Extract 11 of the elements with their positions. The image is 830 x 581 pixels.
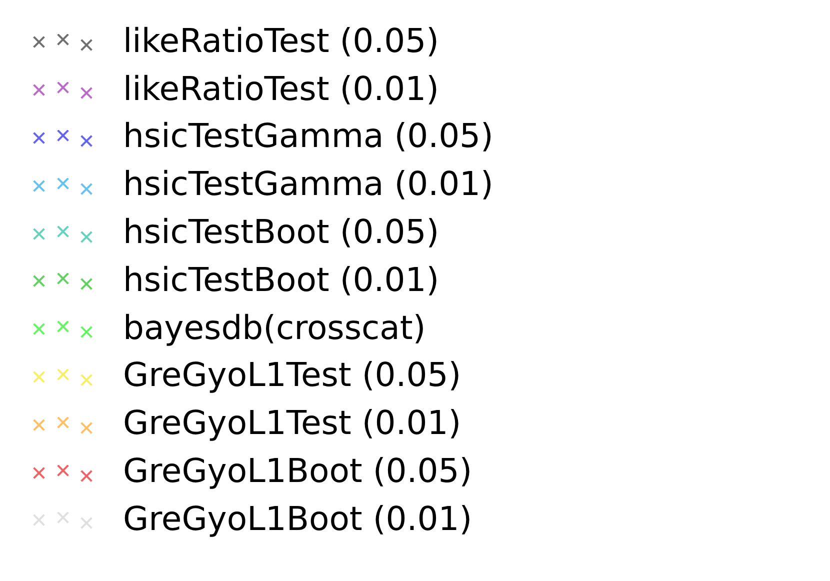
legend-label: GreGyoL1Test (0.05) <box>123 356 462 394</box>
legend-label: GreGyoL1Boot (0.05) <box>123 452 472 490</box>
legend-label: GreGyoL1Test (0.01) <box>123 404 462 442</box>
legend-label: likeRatioTest (0.05) <box>123 22 439 60</box>
legend-label: hsicTestGamma (0.05) <box>123 117 494 156</box>
legend-label: likeRatioTest (0.01) <box>123 70 439 108</box>
legend-label: hsicTestBoot (0.01) <box>123 260 440 299</box>
legend-label: hsicTestGamma (0.01) <box>123 165 494 204</box>
legend-label: GreGyoL1Boot (0.01) <box>123 500 472 538</box>
legend-label: hsicTestBoot (0.05) <box>123 213 440 252</box>
legend-label: bayesdb(crosscat) <box>123 308 426 347</box>
